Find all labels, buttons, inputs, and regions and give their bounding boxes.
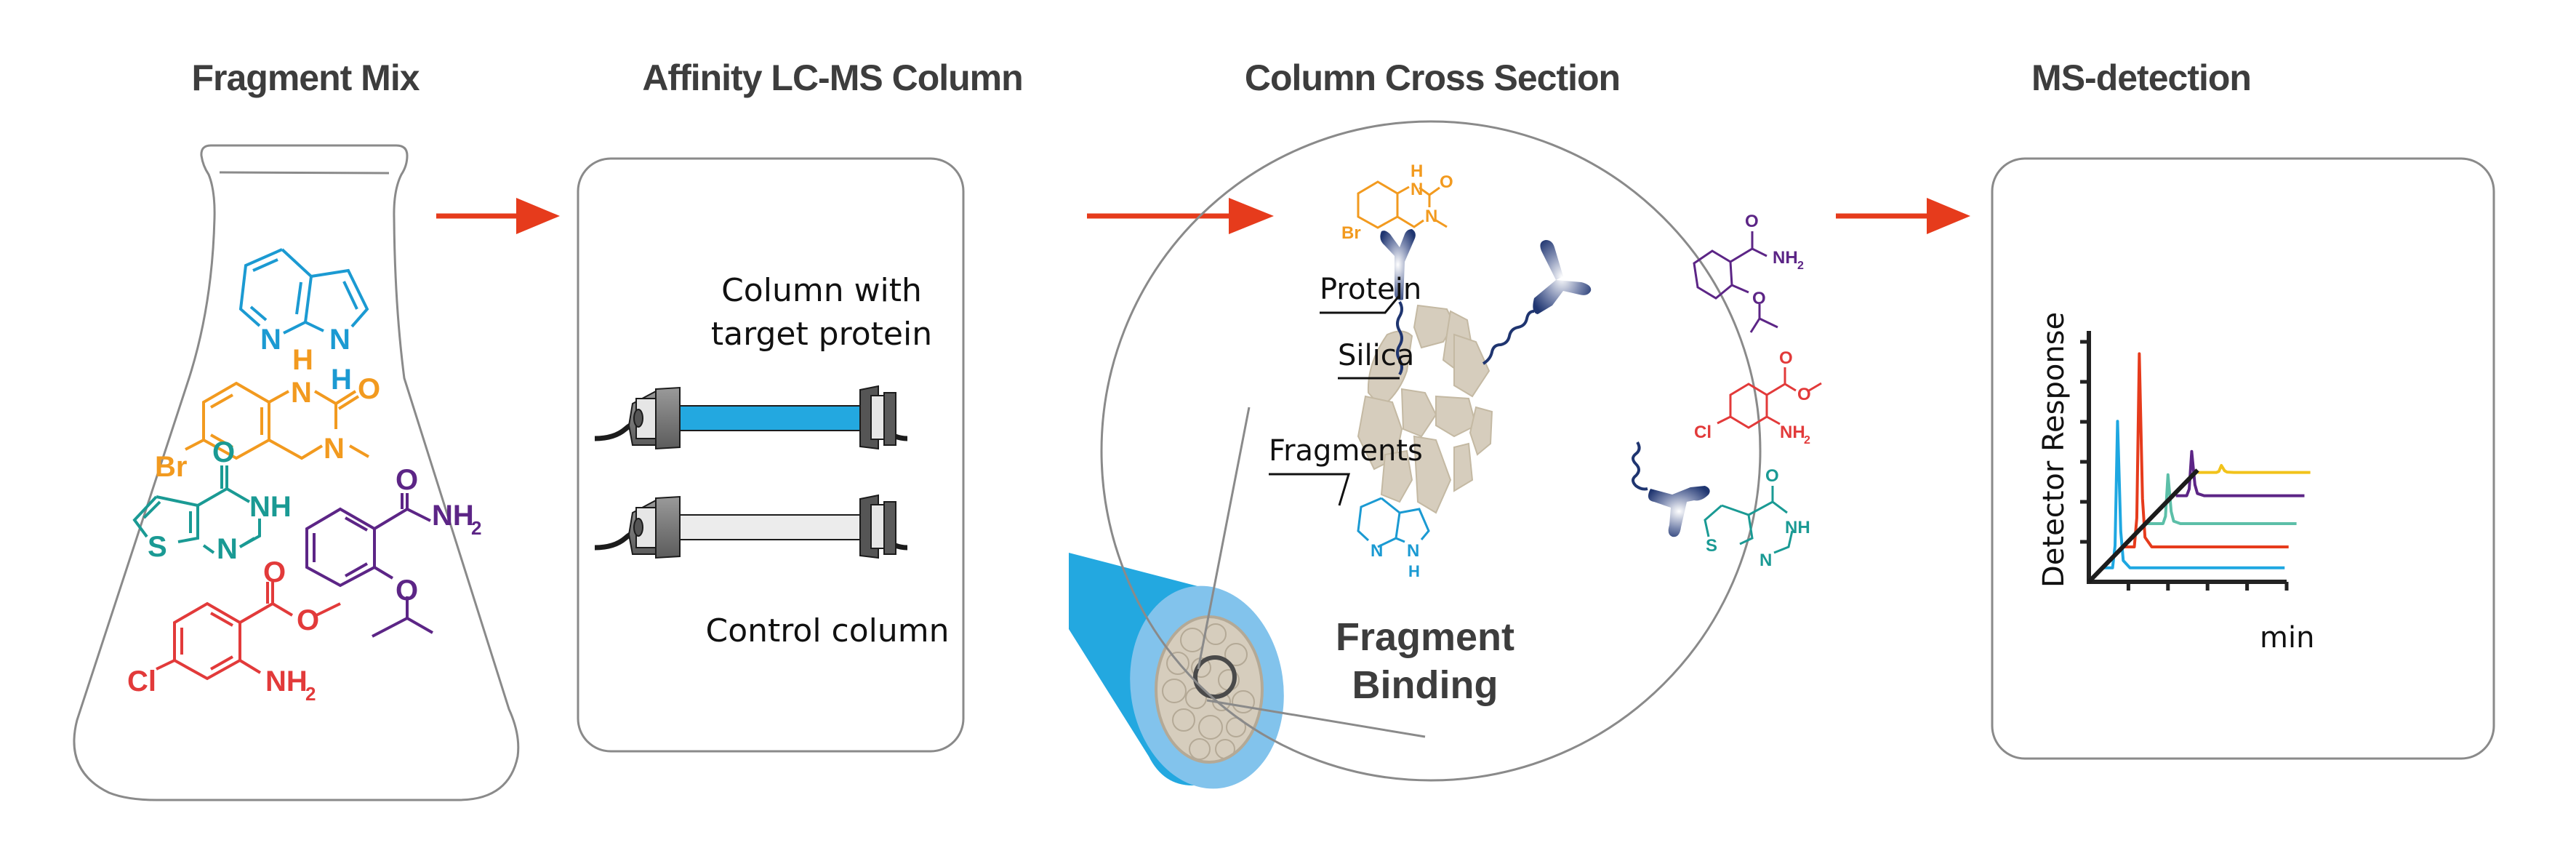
free-fragment-aminochlorobenzoate: O O Cl NH 2	[1694, 348, 1822, 447]
protein-1	[1380, 229, 1416, 376]
protein-leader-line	[1320, 295, 1401, 314]
zoom-connector-upper	[1197, 407, 1251, 670]
fragment-binding-line2: Binding	[1352, 663, 1498, 707]
atom-label: N	[329, 324, 350, 356]
fragment-azaindole: N N H	[238, 248, 369, 396]
svg-text:O: O	[297, 604, 319, 636]
bound-fragment-quinazolinone: H N O N Br	[1341, 161, 1453, 243]
svg-text:NH: NH	[1773, 248, 1798, 268]
svg-text:NH: NH	[249, 491, 292, 523]
svg-text:H: H	[1411, 161, 1423, 181]
target-column-label-line1: Column with	[721, 272, 922, 309]
trace-purple	[2175, 449, 2305, 497]
svg-text:H: H	[1408, 562, 1420, 580]
svg-text:N: N	[324, 433, 345, 465]
svg-text:Br: Br	[155, 451, 187, 483]
target-column-label: Column with target protein	[711, 269, 932, 356]
affinity-column-title: Affinity LC-MS Column	[642, 57, 1023, 98]
column-panel-frame	[577, 157, 965, 753]
svg-text:2: 2	[305, 683, 316, 705]
svg-text:O: O	[1797, 385, 1811, 404]
svg-text:Cl: Cl	[1694, 423, 1712, 442]
ms-panel-frame	[1991, 157, 2495, 760]
svg-text:O: O	[263, 556, 286, 588]
fragment-binding-label: Fragment Binding	[1336, 613, 1514, 709]
svg-text:2: 2	[1797, 260, 1804, 272]
svg-text:O: O	[1440, 172, 1453, 192]
trace-red	[2124, 352, 2289, 548]
zoom-connector-lower	[1206, 699, 1426, 738]
svg-text:O: O	[396, 575, 418, 607]
silica-callout: Silica	[1338, 339, 1415, 372]
fragment-isopropoxybenzamide: O NH 2 O	[305, 464, 481, 638]
atom-label: N	[260, 324, 281, 356]
erlenmeyer-flask	[73, 144, 520, 801]
target-column	[594, 385, 908, 450]
svg-text:Cl: Cl	[127, 665, 156, 697]
svg-text:NH: NH	[432, 500, 474, 532]
x-axis-title: min	[2260, 621, 2314, 655]
protein-2	[1482, 240, 1592, 365]
arrow-to-cross-section	[1087, 198, 1274, 234]
protein-callout: Protein	[1320, 273, 1422, 306]
chromatogram-chart: Detector Response min	[2037, 312, 2314, 655]
svg-text:2: 2	[471, 517, 481, 539]
free-fragment-azaindole: N N H	[1357, 497, 1430, 580]
atom-label: H	[331, 364, 352, 396]
svg-text:O: O	[358, 373, 380, 405]
y-axis-title: Detector Response	[2037, 312, 2071, 588]
protein-3	[1632, 441, 1710, 537]
fragment-quinazolinone: H N O N Br	[155, 344, 380, 483]
target-column-label-line2: target protein	[710, 316, 933, 353]
bound-fragment-isopropoxybenzamide: O NH 2 O	[1693, 212, 1804, 333]
cross-section-title: Column Cross Section	[1244, 57, 1621, 98]
svg-text:O: O	[212, 436, 235, 468]
svg-text:NH: NH	[265, 665, 308, 697]
svg-text:Br: Br	[1341, 223, 1361, 243]
trace-teal	[2146, 473, 2297, 525]
fragments-callout: Fragments	[1269, 434, 1423, 468]
svg-text:NH: NH	[1780, 423, 1805, 442]
svg-text:N: N	[1760, 551, 1772, 570]
svg-text:N: N	[1407, 541, 1419, 561]
svg-text:S: S	[1706, 536, 1717, 556]
svg-text:N: N	[1411, 180, 1423, 199]
arrow-to-column	[436, 198, 560, 234]
svg-text:S: S	[148, 531, 167, 563]
fragment-mix-title: Fragment Mix	[191, 57, 420, 98]
arrow-to-ms-detection	[1836, 198, 1970, 234]
svg-text:N: N	[1425, 207, 1437, 226]
svg-text:N: N	[217, 533, 238, 565]
ms-detection-title: MS-detection	[2031, 57, 2252, 98]
cross-section-circle	[1100, 120, 1762, 782]
svg-text:2: 2	[1804, 434, 1810, 447]
svg-text:O: O	[1752, 289, 1766, 308]
fragment-aminochlorobenzoate: O O Cl NH 2	[127, 556, 341, 705]
fragment-binding-line1: Fragment	[1335, 615, 1515, 659]
svg-text:O: O	[1765, 466, 1779, 486]
trace-blue	[2103, 420, 2285, 569]
bound-fragment-thienopyrimidinone: O NH N S	[1704, 466, 1810, 570]
control-column-label: Control column	[705, 612, 950, 649]
svg-text:N: N	[1371, 541, 1383, 561]
svg-text:O: O	[396, 464, 418, 496]
svg-text:NH: NH	[1785, 518, 1810, 537]
svg-text:O: O	[1779, 348, 1793, 368]
control-column	[594, 494, 908, 559]
column-cutaway	[1069, 553, 1284, 789]
gradient-line	[2087, 468, 2199, 584]
fragment-thienopyrimidinone: O NH N S	[132, 436, 292, 565]
svg-text:H: H	[292, 344, 313, 376]
svg-text:O: O	[1745, 212, 1759, 231]
svg-text:N: N	[291, 377, 312, 409]
trace-yellow	[2197, 464, 2311, 474]
fragments-leader-line	[1269, 473, 1351, 506]
silica-particles	[1357, 304, 1493, 514]
